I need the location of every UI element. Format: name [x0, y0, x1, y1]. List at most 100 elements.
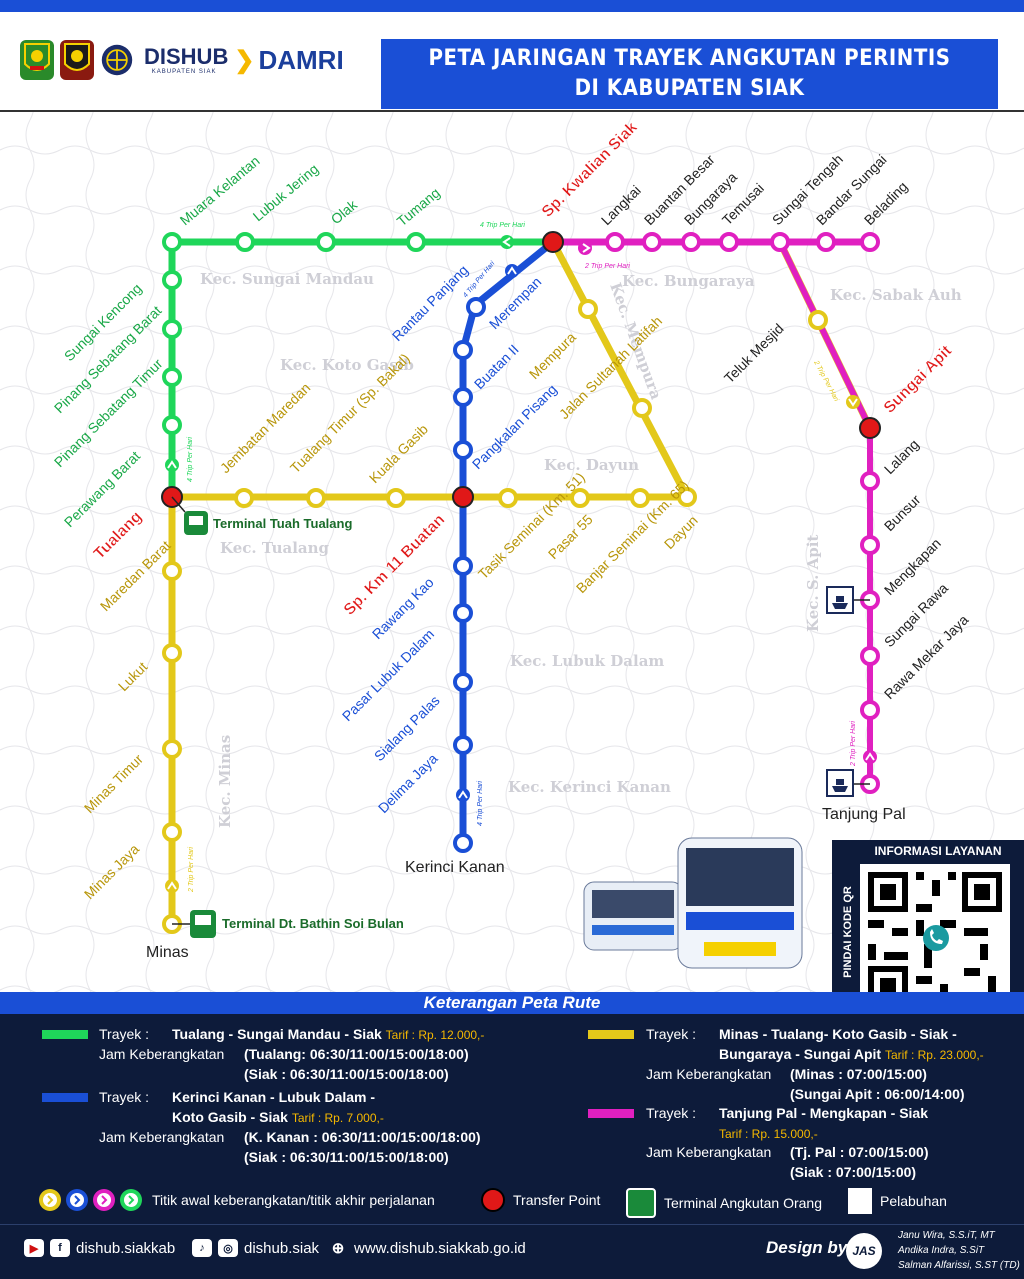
- footer-website-text: www.dishub.siakkab.go.id: [354, 1239, 526, 1257]
- terminal-label: Terminal Tuah Tualang: [213, 516, 352, 531]
- label-tanjung-pal: Tanjung Pal: [822, 806, 906, 823]
- header: DISHUB KABUPATEN SIAK ❯ DAMRI PETA JARIN…: [0, 12, 1024, 112]
- legend-jam-label: Jam Keberangkatan: [646, 1144, 772, 1160]
- station-node: [453, 833, 473, 853]
- credit-name: Salman Alfarissi, S.ST (TD): [898, 1260, 1020, 1271]
- station-node: [162, 822, 182, 842]
- route-fare: Tarif : Rp. 15.000,-: [719, 1127, 818, 1141]
- legend-jam-label: Jam Keberangkatan: [99, 1046, 225, 1062]
- transfer-point-buatan: [452, 486, 474, 508]
- station-node: [386, 488, 406, 508]
- legend-route-blue: Koto Gasib - Siak Tarif : Rp. 7.000,-: [172, 1107, 384, 1128]
- station-node: [162, 232, 182, 252]
- station-node: [677, 487, 697, 507]
- district-sabak-auh: Kec. Sabak Auh: [830, 286, 962, 304]
- route-time: (Minas : 07:00/15:00): [790, 1066, 927, 1082]
- district-minas: Kec. Minas: [216, 735, 234, 828]
- jas-logo: JAS: [846, 1233, 882, 1269]
- district-kerinci-kanan: Kec. Kerinci Kanan: [508, 778, 671, 796]
- route-name: Minas - Tualang- Koto Gasib - Siak -: [719, 1026, 957, 1042]
- green-start-arrow-icon: [500, 235, 514, 249]
- start-arrows-icon: [39, 1189, 142, 1211]
- credit-name: Janu Wira, S.S.iT, MT: [898, 1230, 995, 1241]
- logo-group: DISHUB KABUPATEN SIAK ❯ DAMRI: [20, 40, 344, 80]
- station-node: [770, 232, 790, 252]
- transfer-point-kwalian-siak: [542, 231, 564, 253]
- legend-panel: Keterangan Peta Rute Trayek : Tualang - …: [0, 992, 1024, 1224]
- legend-trayek-label: Trayek :: [646, 1105, 697, 1121]
- legend-swatch-magenta: [588, 1109, 634, 1118]
- design-by-label: Design by :: [766, 1238, 858, 1257]
- legend-trayek-label: Trayek :: [99, 1026, 150, 1042]
- district-dayun: Kec. Dayun: [544, 456, 639, 474]
- magenta-start-arrow-icon: [863, 750, 877, 764]
- legend-trayek-label: Trayek :: [99, 1089, 150, 1105]
- route-name: Tanjung Pal - Mengkapan - Siak: [719, 1105, 928, 1121]
- legend-title: Keterangan Peta Rute: [0, 992, 1024, 1014]
- key-port-label: Pelabuhan: [880, 1193, 947, 1209]
- info-side-label: PINDAI KODE QR: [842, 886, 854, 978]
- route-time: (Siak : 06:30/11:00/15:00/18:00): [244, 1066, 449, 1082]
- station-node: [630, 488, 650, 508]
- map-title-line1: PETA JARINGAN TRAYEK ANGKUTAN PERINTIS: [428, 46, 951, 72]
- station-node: [453, 735, 473, 755]
- trip-label-green: 4 Trip Per Hari: [480, 222, 525, 229]
- credits: Janu Wira, S.S.iT, MT Andika Indra, S.Si…: [898, 1228, 1020, 1273]
- key-port: Pelabuhan: [848, 1188, 947, 1214]
- station-node: [570, 488, 590, 508]
- station-node: [681, 232, 701, 252]
- blue-arrow-icon: [505, 264, 519, 278]
- legend-trayek-label: Trayek :: [646, 1026, 697, 1042]
- ministry-transport-emblem: [100, 40, 134, 80]
- station-node: [162, 367, 182, 387]
- yellow-apit-arrow-icon: [846, 395, 860, 409]
- top-accent-bar: [0, 0, 1024, 12]
- footer: ▶ f dishub.siakkab ♪ ◎ dishub.siak ⊕ www…: [0, 1224, 1024, 1279]
- station-node: [860, 471, 880, 491]
- legend-jam-label: Jam Keberangkatan: [99, 1129, 225, 1145]
- footer-social-tiktok-ig[interactable]: ♪ ◎ dishub.siak: [192, 1239, 319, 1257]
- map-title-line2: DI KABUPATEN SIAK: [574, 76, 805, 101]
- route-time: (Tj. Pal : 07:00/15:00): [790, 1144, 929, 1160]
- damri-logo: ❯ DAMRI: [234, 45, 343, 76]
- trip-label-yellow: 2 Trip Per Hari: [188, 847, 195, 893]
- label-kerinci-kanan: Kerinci Kanan: [405, 859, 505, 876]
- transfer-point-icon: [481, 1188, 505, 1212]
- footer-website[interactable]: ⊕ www.dishub.siakkab.go.id: [328, 1239, 526, 1258]
- key-start-point: Titik awal keberangkatan/titik akhir per…: [38, 1188, 435, 1212]
- route-name: Koto Gasib - Siak: [172, 1109, 288, 1125]
- trip-label-magenta-vertical: 2 Trip Per Hari: [850, 721, 857, 767]
- phone-icon: [923, 925, 949, 951]
- district-lubuk-dalam: Kec. Lubuk Dalam: [510, 652, 664, 670]
- station-node: [632, 398, 652, 418]
- station-node: [719, 232, 739, 252]
- station-node: [642, 232, 662, 252]
- footer-social-fb-yt[interactable]: ▶ f dishub.siakkab: [24, 1239, 175, 1257]
- station-node: [406, 232, 426, 252]
- station-node: [453, 387, 473, 407]
- legend-route-yellow: Bungaraya - Sungai Apit Tarif : Rp. 23.0…: [719, 1044, 984, 1065]
- key-terminal: Terminal Angkutan Orang: [626, 1188, 822, 1218]
- district-bungaraya: Kec. Bungaraya: [622, 272, 755, 290]
- instagram-icon: ◎: [218, 1239, 238, 1257]
- info-title: INFORMASI LAYANAN: [874, 844, 1002, 858]
- blue-start-arrow-icon: [456, 788, 470, 802]
- station-node: [162, 561, 182, 581]
- district-sungai-mandau: Kec. Sungai Mandau: [200, 270, 374, 288]
- district-s-apit: Kec. S. Apit: [804, 535, 822, 632]
- dishub-logo-subtext: KABUPATEN SIAK: [151, 68, 217, 75]
- station-node: [605, 232, 625, 252]
- route-name: Kerinci Kanan - Lubuk Dalam -: [172, 1089, 376, 1105]
- route-name: Tualang - Sungai Mandau - Siak: [172, 1026, 382, 1042]
- dishub-logo-text: DISHUB: [144, 43, 229, 69]
- tiktok-icon: ♪: [192, 1239, 212, 1257]
- legend-swatch-green: [42, 1030, 88, 1039]
- station-node: [466, 297, 486, 317]
- station-node: [162, 739, 182, 759]
- yellow-start-arrow-icon: [165, 879, 179, 893]
- route-time: (Siak : 06:30/11:00/15:00/18:00): [244, 1149, 449, 1165]
- damri-chevron-icon: ❯: [234, 46, 255, 74]
- legend-route-green: Tualang - Sungai Mandau - Siak Tarif : R…: [172, 1024, 484, 1045]
- station-node: [453, 603, 473, 623]
- station-node: [453, 340, 473, 360]
